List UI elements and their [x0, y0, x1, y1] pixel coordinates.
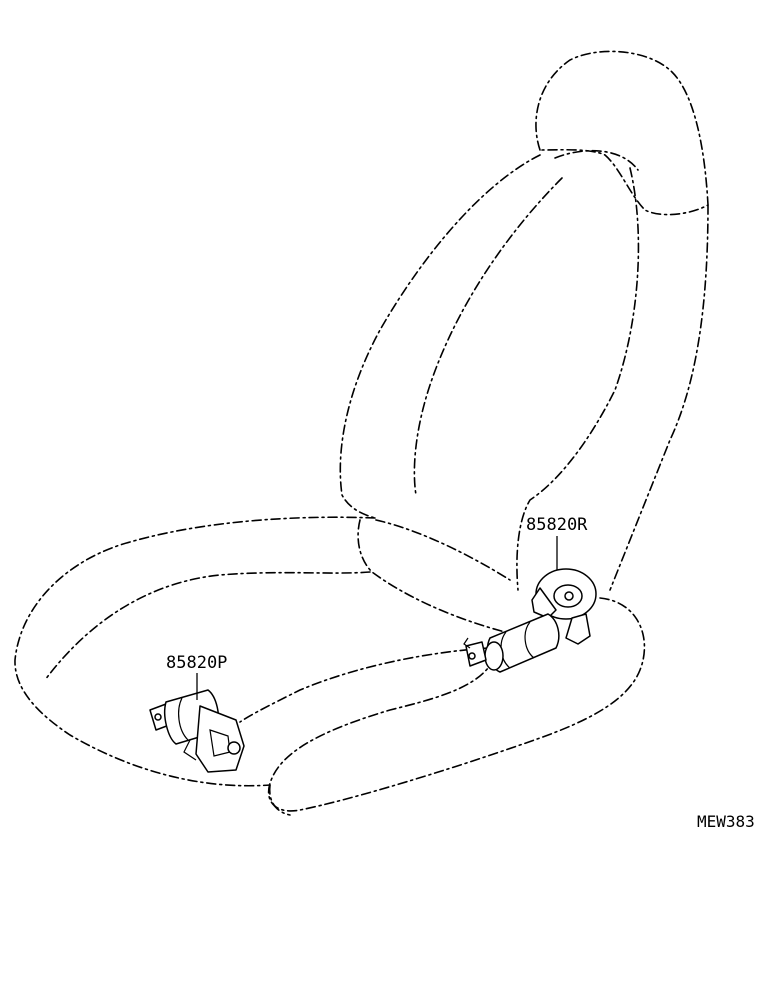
cushion-front-lip	[239, 647, 489, 723]
recliner-gear-hub	[564, 591, 574, 601]
headrest-outline	[535, 50, 709, 216]
slide-gearbox-flange	[183, 739, 197, 761]
cushion-bottom	[268, 784, 291, 816]
recliner-connector-pin	[468, 652, 476, 660]
recliner-bracket	[531, 587, 557, 619]
seatback-rear	[516, 167, 640, 591]
cushion-roll	[267, 597, 646, 812]
recliner-motor-85820R[interactable]	[463, 568, 597, 673]
recliner-connector	[465, 641, 487, 667]
recliner-mount-tab	[565, 613, 591, 645]
seatback-outline	[339, 154, 709, 591]
slide-connector-pin	[154, 713, 162, 721]
cushion-midline	[375, 519, 511, 581]
part-label-85820P: 85820P	[166, 653, 227, 673]
recliner-motor-endcap	[484, 641, 504, 671]
seatback-inner	[413, 177, 563, 496]
recliner-connector-clip	[463, 637, 471, 649]
seat-outline	[14, 50, 709, 816]
cushion-crease	[44, 519, 506, 681]
recliner-motor-band-2	[524, 621, 535, 659]
part-label-85820R: 85820R	[526, 515, 588, 535]
slide-gearbox-hub	[227, 741, 241, 755]
slide-motor-85820P[interactable]	[149, 689, 245, 773]
figure-code: MEW383	[697, 812, 755, 831]
cushion-outline	[14, 516, 376, 787]
slide-motor-band	[178, 697, 189, 741]
slide-gearbox	[195, 705, 245, 773]
headrest-inner	[554, 149, 639, 171]
